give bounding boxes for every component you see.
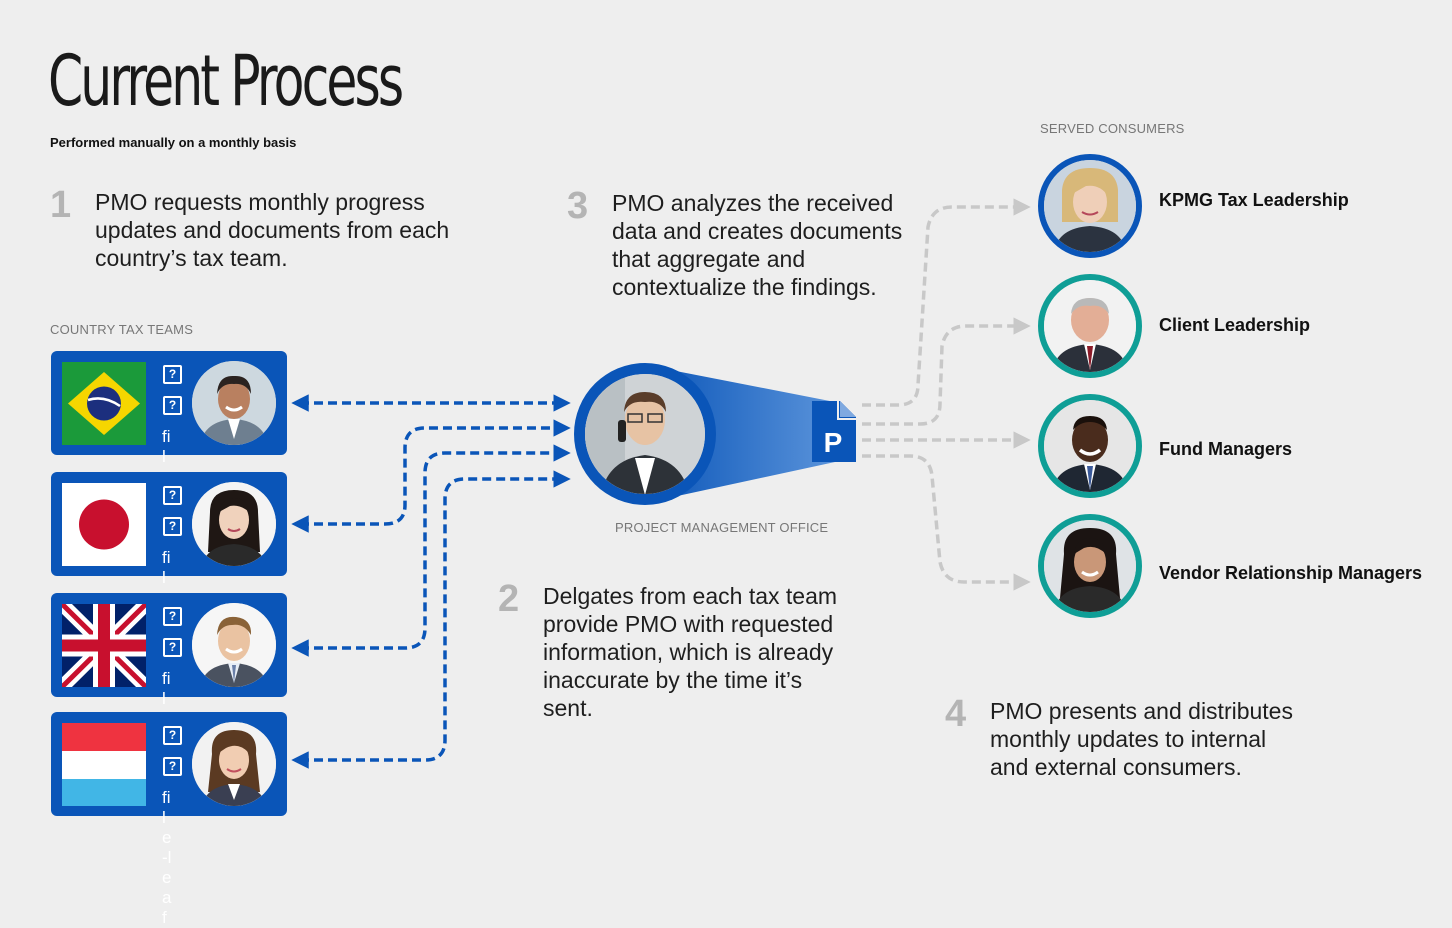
step-text: Delgates from each tax team provide PMO … xyxy=(543,583,838,721)
team-card-brazil[interactable]: ? ? file xyxy=(51,351,287,486)
brazil-delegate-avatar xyxy=(192,361,276,445)
document-letter: P xyxy=(824,427,843,458)
document-question-icon: ? xyxy=(163,517,182,536)
document-question-icon: ? xyxy=(163,365,182,384)
kpmg-tax-leadership-avatar xyxy=(1038,154,1142,258)
step-number: 2 xyxy=(498,578,520,620)
vendor-connector xyxy=(862,454,1031,591)
document-question-icon: ? xyxy=(163,726,182,745)
uk-delegate-avatar xyxy=(192,603,276,687)
japan-delegate-avatar xyxy=(192,482,276,566)
document-question-icon: ? xyxy=(163,396,182,415)
file-label: file-leaf xyxy=(162,788,172,927)
uk-flag-icon xyxy=(62,604,146,687)
step-text: PMO analyzes the received data and creat… xyxy=(612,190,903,300)
page-title: Current Process xyxy=(48,40,404,122)
document-question-icon: ? xyxy=(163,486,182,505)
vendor-relationship-managers-avatar xyxy=(1038,514,1142,618)
document-question-icon: ? xyxy=(163,607,182,626)
luxembourg-flag-icon xyxy=(62,723,146,806)
document-question-icon: ? xyxy=(163,638,182,657)
team-card-japan[interactable]: ? ? file xyxy=(51,472,287,607)
step-number: 1 xyxy=(50,184,72,226)
team-card-uk[interactable]: ? ? file xyxy=(51,593,287,728)
step-number: 4 xyxy=(945,693,967,735)
team-card-luxembourg[interactable]: ? ? file-leaf xyxy=(51,712,287,927)
consumer-label-vendor: Vendor Relationship Managers xyxy=(1159,563,1423,583)
client-leadership-avatar xyxy=(1038,274,1142,378)
country-teams-label: COUNTRY TAX TEAMS xyxy=(50,322,194,337)
uk-connector xyxy=(291,444,571,657)
served-consumers-label: SERVED CONSUMERS xyxy=(1040,121,1185,136)
consumer-label-client: Client Leadership xyxy=(1159,315,1311,335)
brazil-flag-icon xyxy=(62,362,146,445)
step-text: PMO presents and distributes monthly upd… xyxy=(990,698,1293,780)
japan-flag-icon xyxy=(62,483,146,566)
consumer-label-kpmg: KPMG Tax Leadership xyxy=(1159,190,1349,210)
luxembourg-delegate-avatar xyxy=(192,722,276,806)
step-text: PMO requests monthly progress updates an… xyxy=(95,189,450,271)
fund-managers-avatar xyxy=(1038,394,1142,498)
step-number: 3 xyxy=(567,185,589,227)
page-subtitle: Performed manually on a monthly basis xyxy=(50,135,297,150)
client-connector xyxy=(862,317,1031,426)
japan-connector xyxy=(291,419,571,533)
kpmg-connector xyxy=(862,198,1031,407)
document-icon: P xyxy=(812,398,859,462)
pmo-label: PROJECT MANAGEMENT OFFICE xyxy=(615,520,829,535)
document-question-icon: ? xyxy=(163,757,182,776)
consumer-label-fund: Fund Managers xyxy=(1159,439,1293,459)
connector-arrows: P xyxy=(291,198,1031,769)
pmo-avatar xyxy=(574,363,716,505)
luxembourg-connector xyxy=(291,470,571,769)
